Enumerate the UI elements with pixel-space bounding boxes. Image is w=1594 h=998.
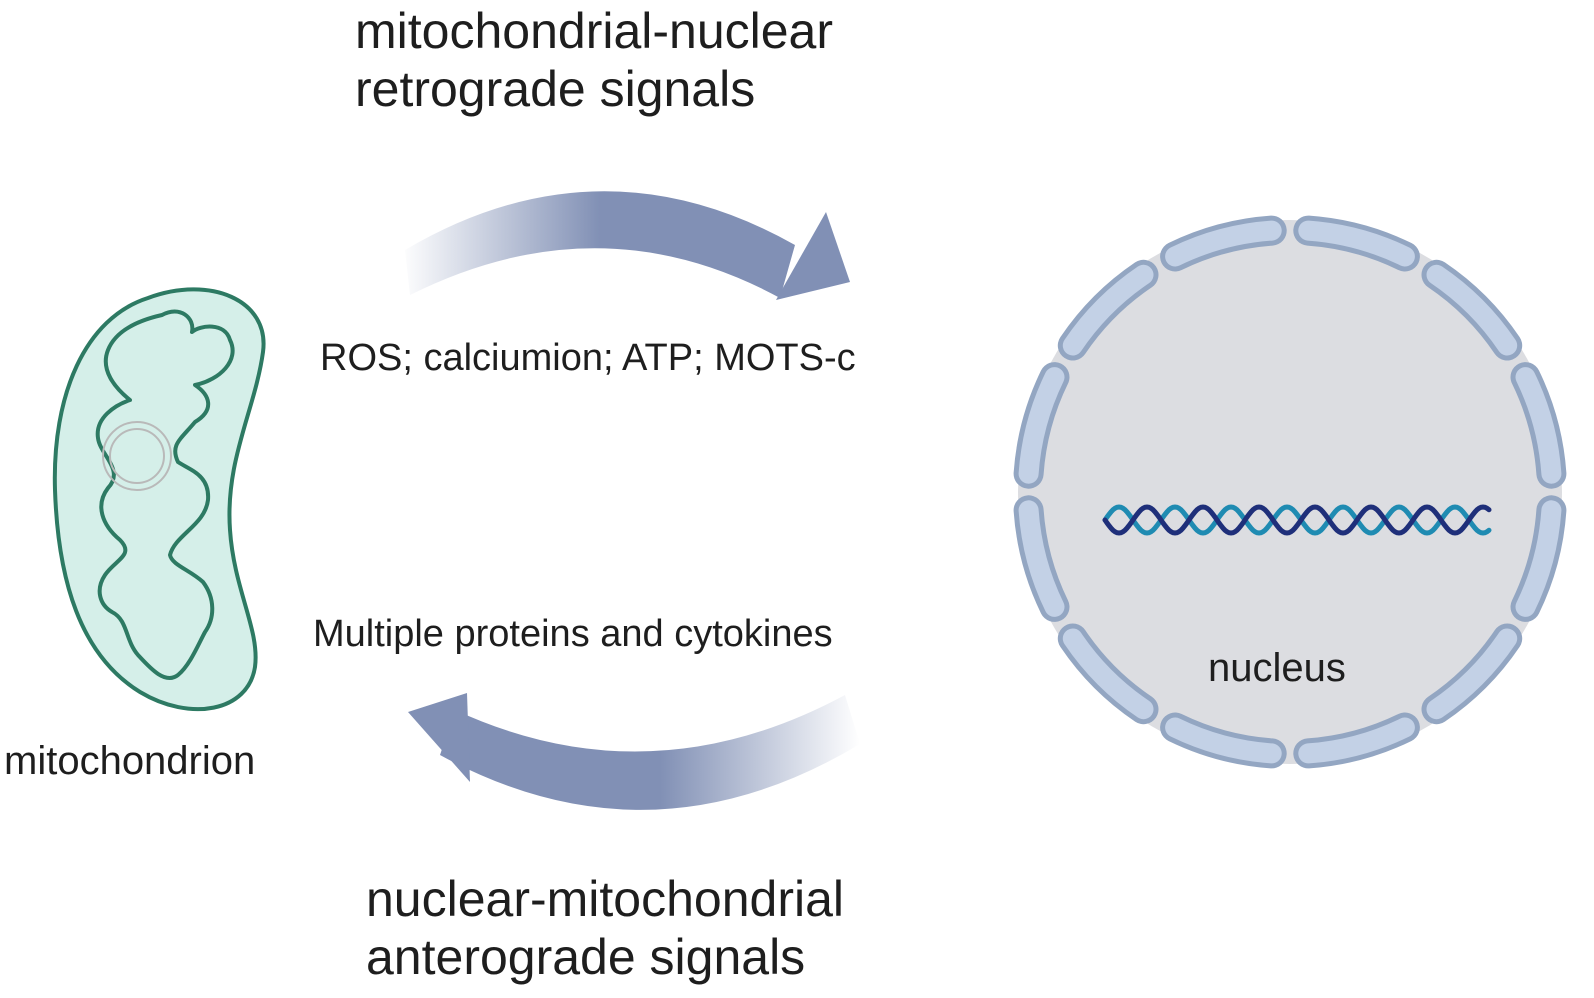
mitochondrion-cristae <box>95 309 235 680</box>
retrograde-signals-label: ROS; calciumion; ATP; MOTS-c <box>320 337 856 379</box>
nucleus-icon <box>1013 215 1567 769</box>
nuclear-envelope-segment-fill <box>1165 717 1282 764</box>
nuclear-envelope-segment-fill <box>1426 264 1518 356</box>
mitochondrion-dna-outer-ring <box>102 421 172 491</box>
anterograde-title-line2: anterograde signals <box>366 929 806 985</box>
mitochondrion-label: mitochondrion <box>4 739 256 783</box>
anterograde-arrowhead <box>408 693 470 782</box>
nuclear-envelope <box>1013 215 1567 769</box>
nuclear-envelope-segment-fill <box>1298 717 1415 764</box>
anterograde-title-line1: nuclear-mitochondrial <box>366 871 845 927</box>
dna-helix-icon <box>1102 504 1492 536</box>
retrograde-arrow-body <box>405 191 795 298</box>
nucleus-body <box>1018 220 1562 764</box>
nuclear-envelope-segment-fill <box>1018 500 1065 617</box>
nuclear-envelope-segment-fill <box>1515 367 1562 484</box>
dna-strand-primary <box>1102 504 1492 536</box>
nucleus-label: nucleus <box>1208 646 1346 690</box>
nuclear-envelope-segment-fill <box>1426 628 1518 720</box>
anterograde-signals-label: Multiple proteins and cytokines <box>313 613 833 655</box>
anterograde-title: nuclear-mitochondrial anterograde signal… <box>366 870 844 986</box>
retrograde-title-line2: retrograde signals <box>355 61 756 117</box>
nuclear-envelope-segment-fill <box>1515 500 1562 617</box>
dna-strand-secondary <box>1102 504 1492 536</box>
mitochondrion-icon <box>52 287 266 712</box>
retrograde-title: mitochondrial-nuclear retrograde signals <box>355 2 833 118</box>
mitochondrion-dna-inner-ring <box>109 428 165 484</box>
nuclear-envelope-segment-fill <box>1062 264 1154 356</box>
nuclear-envelope-segment-fill <box>1062 628 1154 720</box>
anterograde-arrow <box>408 693 860 810</box>
retrograde-arrowhead <box>776 212 850 300</box>
nuclear-envelope-segment-fill <box>1298 220 1415 267</box>
retrograde-arrow <box>405 191 850 300</box>
nuclear-envelope-segment-fill <box>1018 367 1065 484</box>
anterograde-arrow-body <box>440 695 860 810</box>
nuclear-envelope-segment-fill <box>1165 220 1282 267</box>
retrograde-title-line1: mitochondrial-nuclear <box>355 3 834 59</box>
